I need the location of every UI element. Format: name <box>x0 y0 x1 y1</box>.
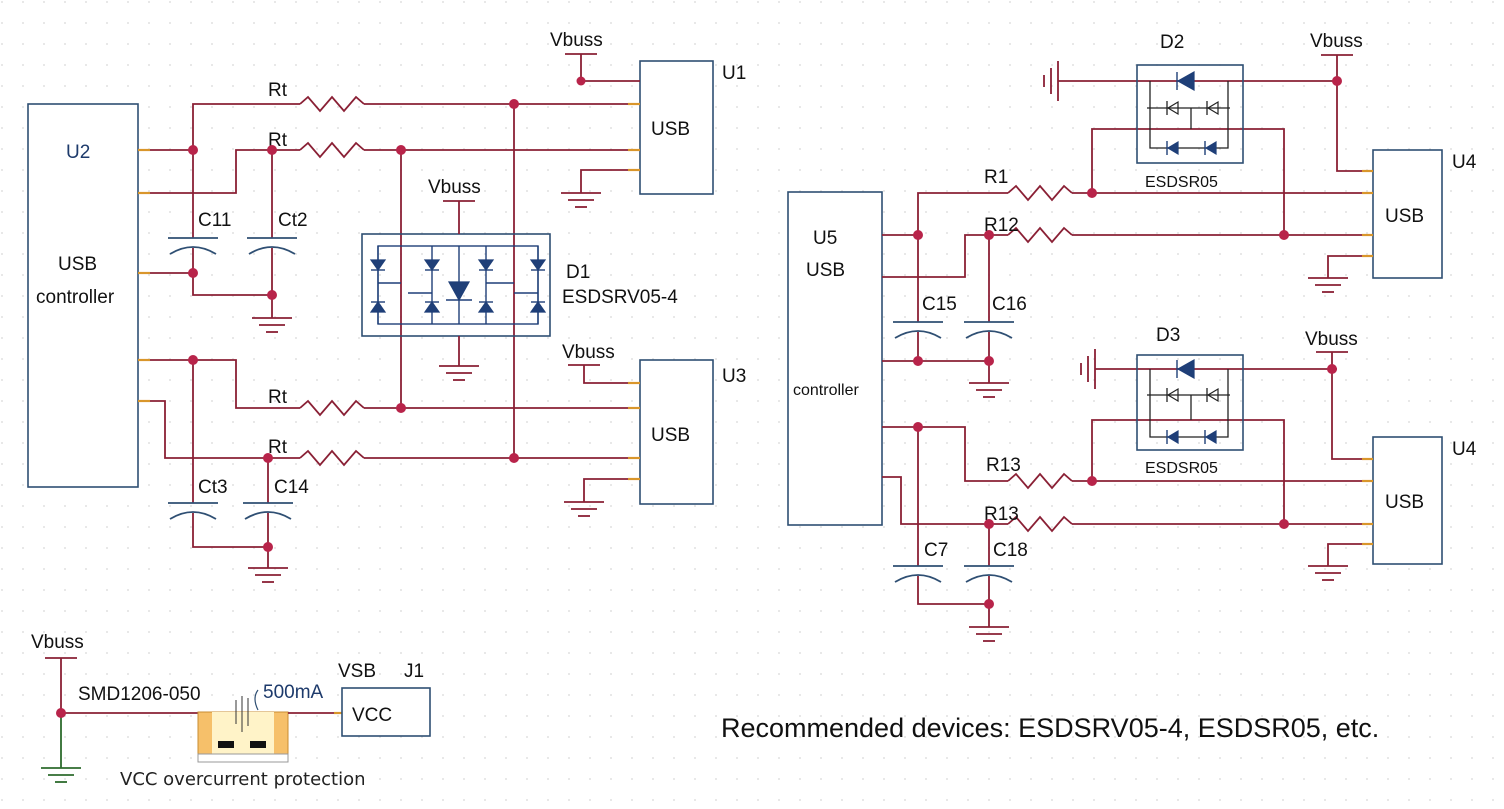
r13b-label: R13 <box>984 504 1019 525</box>
u1-label: USB <box>651 119 690 140</box>
c16-label: C16 <box>992 294 1027 315</box>
c7-label: C7 <box>924 540 948 561</box>
d2-ref: D2 <box>1160 32 1184 53</box>
d1-vbuss-label: Vbuss <box>428 177 481 198</box>
rt-3-label: Rt <box>268 387 288 408</box>
u4a-label: USB <box>1385 206 1424 227</box>
j1-label: VCC <box>352 705 392 726</box>
controller-u5[interactable] <box>787 191 883 526</box>
resistor-rt-3[interactable] <box>299 399 365 417</box>
c18-label: C18 <box>993 540 1028 561</box>
u2-ref: U2 <box>66 142 90 163</box>
c15-label: C15 <box>922 294 957 315</box>
c14-label: C14 <box>274 477 309 498</box>
overcurrent-caption: VCC overcurrent protection <box>120 769 366 790</box>
resistor-rt-4[interactable] <box>299 449 365 467</box>
usb-connector-u1[interactable] <box>639 60 714 195</box>
rt-1-label: Rt <box>268 80 288 101</box>
resistor-r13-b[interactable] <box>1007 515 1073 533</box>
u4b-vbuss-label: Vbuss <box>1305 329 1358 350</box>
d3-part: ESDSR05 <box>1145 460 1218 477</box>
usb-connector-u3[interactable] <box>639 359 714 505</box>
r12-label: R12 <box>984 215 1019 236</box>
u4b-label: USB <box>1385 492 1424 513</box>
u4b-ref: U4 <box>1452 439 1477 460</box>
connector-j1[interactable] <box>341 687 431 737</box>
r13a-label: R13 <box>986 455 1021 476</box>
fuse-rating: 500mA <box>263 682 324 703</box>
rt-4-label: Rt <box>268 437 288 458</box>
u5-line1: USB <box>806 260 845 281</box>
u5-line2: controller <box>793 382 859 399</box>
left-circuit: U2 USB controller Rt Rt C11 Ct2 <box>27 30 746 583</box>
u5-ref: U5 <box>813 228 837 249</box>
u3-vbuss-label: Vbuss <box>562 342 615 363</box>
u1-ref: U1 <box>722 63 746 84</box>
ct3-label: Ct3 <box>198 477 228 498</box>
ptc-fuse[interactable] <box>197 689 289 763</box>
d1-ref: D1 <box>566 262 590 283</box>
resistor-r13-a[interactable] <box>1007 472 1073 490</box>
resistor-rt-1[interactable] <box>299 95 365 113</box>
fuse-part-label: SMD1206-050 <box>78 684 201 705</box>
u3-ref: U3 <box>722 366 746 387</box>
tvs-diode-d3[interactable] <box>1136 354 1244 451</box>
resistor-r12[interactable] <box>1007 226 1073 244</box>
resistor-r1[interactable] <box>1007 184 1073 202</box>
u4a-vbuss-label: Vbuss <box>1310 31 1363 52</box>
d3-ref: D3 <box>1156 325 1180 346</box>
overcurrent-circuit: Vbuss SMD1206-050 500mA VCC VSB J1 VCC o… <box>31 632 431 790</box>
u2-line2: controller <box>36 287 115 308</box>
recommended-devices-note: Recommended devices: ESDSRV05-4, ESDSR05… <box>721 713 1379 743</box>
c11-label: C11 <box>198 210 231 231</box>
controller-u2[interactable] <box>27 103 139 488</box>
vsb-net-label: VSB <box>338 661 376 682</box>
d2-part: ESDSR05 <box>1145 174 1218 191</box>
tvs-array-d1[interactable] <box>361 233 551 337</box>
u2-line1: USB <box>58 254 97 275</box>
tvs-diode-d2[interactable] <box>1136 64 1244 164</box>
usb-connector-u4-bottom[interactable] <box>1372 436 1443 565</box>
right-circuit: U5 USB controller R1 R12 C15 C16 <box>787 31 1477 642</box>
j1-ref: J1 <box>404 661 424 682</box>
oc-vbuss-label: Vbuss <box>31 632 84 653</box>
usb-connector-u4-top[interactable] <box>1372 149 1443 279</box>
r1-label: R1 <box>984 167 1008 188</box>
u1-vbuss-label: Vbuss <box>550 30 603 51</box>
u4a-ref: U4 <box>1452 152 1477 173</box>
ct2-label: Ct2 <box>278 210 308 231</box>
d1-part: ESDSRV05-4 <box>562 287 678 308</box>
resistor-rt-2[interactable] <box>299 141 365 159</box>
u3-label: USB <box>651 425 690 446</box>
